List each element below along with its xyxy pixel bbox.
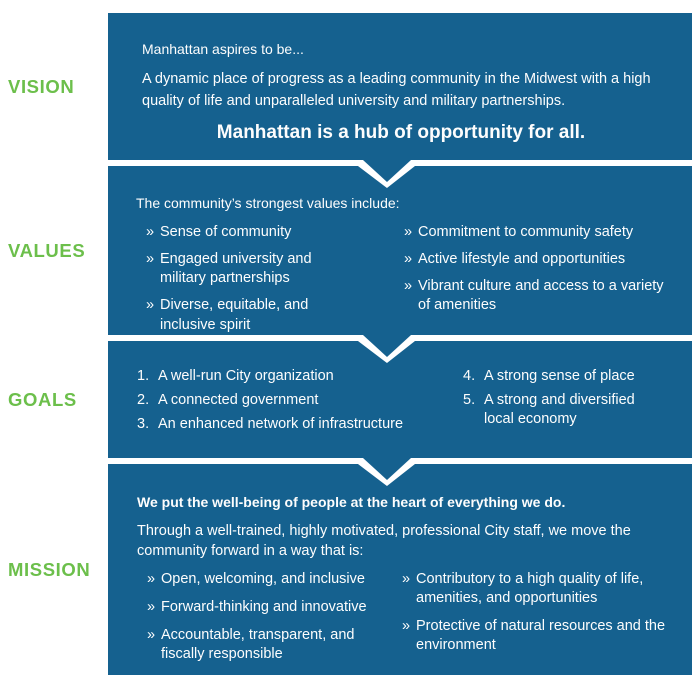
vision-intro-text: Manhattan aspires to be... xyxy=(142,41,304,57)
list-item: » Open, welcoming, and inclusive xyxy=(147,570,402,589)
list-item: » Protective of natural resources and th… xyxy=(402,617,676,655)
list-item: » Diverse, equitable, and inclusive spir… xyxy=(146,296,404,334)
list-item: » Active lifestyle and opportunities xyxy=(404,250,676,269)
bullet-marker-icon: » xyxy=(146,297,155,314)
goal-label: A connected government xyxy=(158,391,319,408)
goals-right-column: 4. A strong sense of place 5. A strong a… xyxy=(463,367,676,439)
bullet-marker-icon: » xyxy=(404,224,413,240)
list-item: » Forward-thinking and innovative xyxy=(147,598,402,617)
mission-body-text: Through a well-trained, highly motivated… xyxy=(137,523,631,560)
values-panel: The community’s strongest values include… xyxy=(108,166,692,335)
list-item: 5. A strong and diversified local econom… xyxy=(463,391,676,429)
goal-number: 2. xyxy=(137,391,150,408)
vision-label-column: VISION xyxy=(0,13,108,160)
bullet-label: Diverse, equitable, and inclusive spirit xyxy=(160,297,309,333)
goals-left-column: 1. A well-run City organization 2. A con… xyxy=(137,367,463,439)
goals-label-column: GOALS xyxy=(0,341,108,458)
vision-panel: Manhattan aspires to be... A dynamic pla… xyxy=(108,13,692,160)
list-item: » Commitment to community safety xyxy=(404,223,676,242)
mission-label-column: MISSION xyxy=(0,464,108,675)
mission-bullet-columns: » Open, welcoming, and inclusive » Forwa… xyxy=(137,570,676,674)
values-bullet-columns: » Sense of community » Engaged universit… xyxy=(136,223,676,343)
values-intro-text: The community’s strongest values include… xyxy=(136,195,400,211)
mission-label: MISSION xyxy=(8,558,91,580)
goals-columns: 1. A well-run City organization 2. A con… xyxy=(137,367,676,439)
bullet-marker-icon: » xyxy=(147,570,156,587)
list-item: 4. A strong sense of place xyxy=(463,367,676,386)
bullet-label: Engaged university and military partners… xyxy=(160,251,312,287)
bullet-marker-icon: » xyxy=(402,617,411,634)
goal-number: 5. xyxy=(463,391,476,408)
list-item: » Sense of community xyxy=(146,223,404,242)
values-label: VALUES xyxy=(8,239,86,261)
bullet-label: Open, welcoming, and inclusive xyxy=(161,570,365,587)
mission-panel: We put the well-being of people at the h… xyxy=(108,464,692,675)
mission-section: MISSION We put the well-being of people … xyxy=(0,464,700,675)
goal-label: A strong sense of place xyxy=(484,368,635,384)
bullet-label: Forward-thinking and innovative xyxy=(161,598,367,615)
list-item: » Vibrant culture and access to a variet… xyxy=(404,277,676,315)
goals-label: GOALS xyxy=(8,388,77,410)
list-item: 3. An enhanced network of infrastructure xyxy=(137,415,463,434)
bullet-label: Sense of community xyxy=(160,224,292,240)
values-right-column: » Commitment to community safety » Activ… xyxy=(404,223,676,343)
list-item: 2. A connected government xyxy=(137,391,463,410)
list-item: » Accountable, transparent, and fiscally… xyxy=(147,626,402,664)
mission-left-column: » Open, welcoming, and inclusive » Forwa… xyxy=(147,570,402,674)
goal-number: 1. xyxy=(137,368,150,384)
bullet-marker-icon: » xyxy=(146,224,155,240)
goal-label: A well-run City organization xyxy=(158,368,334,384)
mission-right-column: » Contributory to a high quality of life… xyxy=(402,570,676,674)
values-section: VALUES The community’s strongest values … xyxy=(0,166,700,357)
bullet-marker-icon: » xyxy=(146,251,155,268)
mission-headline-text: We put the well-being of people at the h… xyxy=(137,494,566,510)
bullet-marker-icon: » xyxy=(404,251,413,268)
bullet-label: Protective of natural resources and the … xyxy=(416,617,666,653)
list-item: 1. A well-run City organization xyxy=(137,367,463,386)
goal-label: An enhanced network of infrastructure xyxy=(158,415,404,432)
list-item: » Contributory to a high quality of life… xyxy=(402,570,676,608)
bullet-label: Vibrant culture and access to a variety … xyxy=(418,278,664,314)
goal-number: 3. xyxy=(137,415,150,432)
values-label-column: VALUES xyxy=(0,166,108,335)
vision-section: VISION Manhattan aspires to be... A dyna… xyxy=(0,13,700,182)
goals-section: GOALS 1. A well-run City organization 2.… xyxy=(0,341,700,480)
bullet-label: Contributory to a high quality of life, … xyxy=(416,570,644,606)
bullet-marker-icon: » xyxy=(404,278,413,295)
goal-label: A strong and diversified local economy xyxy=(484,391,635,427)
bullet-marker-icon: » xyxy=(147,598,156,615)
bullet-marker-icon: » xyxy=(147,626,156,643)
list-item: » Engaged university and military partne… xyxy=(146,250,404,288)
goals-panel: 1. A well-run City organization 2. A con… xyxy=(108,341,692,458)
bullet-label: Active lifestyle and opportunities xyxy=(418,251,626,268)
vision-label: VISION xyxy=(8,75,75,97)
values-left-column: » Sense of community » Engaged universit… xyxy=(146,223,404,343)
bullet-label: Accountable, transparent, and fiscally r… xyxy=(161,626,355,662)
goal-number: 4. xyxy=(463,368,476,384)
vision-body-text: A dynamic place of progress as a leading… xyxy=(142,71,651,109)
bullet-marker-icon: » xyxy=(402,570,411,587)
vision-headline-text: Manhattan is a hub of opportunity for al… xyxy=(216,121,586,143)
bullet-label: Commitment to community safety xyxy=(418,224,634,240)
